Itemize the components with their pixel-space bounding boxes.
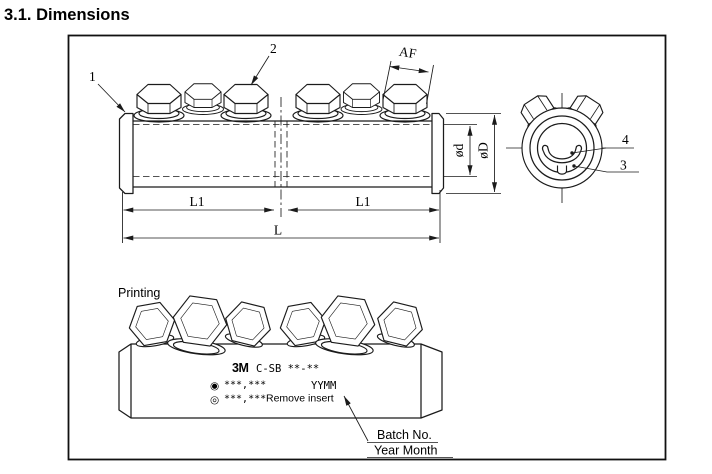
dim-l1-left-label: L1 [190,194,205,209]
page-title: 3.1. Dimensions [4,6,130,24]
marking-line2-right: YYMM [311,380,336,392]
dim-d-inner-label: ød [451,144,466,158]
dim-af-label: AF [398,44,418,62]
callout-1-label: 1 [89,69,96,84]
drawing-frame [67,34,667,461]
callout-1-leader [97,83,126,113]
callout-3-label: 3 [620,158,627,173]
printing-view: Printing 3M C-SB **-** ◉ ***,*** YYMM ◎ … [118,286,453,458]
marking-line3-left: ***,*** [224,394,266,405]
side-view: 1 2 AF ød øD L1 L1 L [89,41,501,243]
marking-brand: 3M [232,361,248,375]
end-view: 4 3 [506,90,639,203]
insert-outer-arc [542,151,582,164]
year-month-label: Year Month [374,444,438,458]
dim-af-line [389,65,429,74]
insert-tab [556,165,568,175]
batch-label: Batch No. [377,428,432,442]
callout-4-leader [571,147,607,154]
batch-leader [343,395,369,442]
dim-l-label: L [274,223,282,238]
callout-4-label: 4 [622,132,629,147]
dim-l1-right-label: L1 [356,194,371,209]
marking-symbol-open: ◎ [210,394,219,406]
callout-2-leader [250,55,270,86]
printing-label: Printing [118,286,160,300]
insert-inner-arc [548,150,576,160]
dim-d-outer-label: øD [476,142,491,159]
callout-3-leader [573,165,639,173]
callout-2-label: 2 [270,41,277,56]
marking-model: C-SB **-** [256,363,319,375]
marking-symbol-filled: ◉ [210,380,219,392]
marking-line2-left: ***,*** [224,380,266,391]
marking-line3-right: Remove insert [266,393,334,405]
